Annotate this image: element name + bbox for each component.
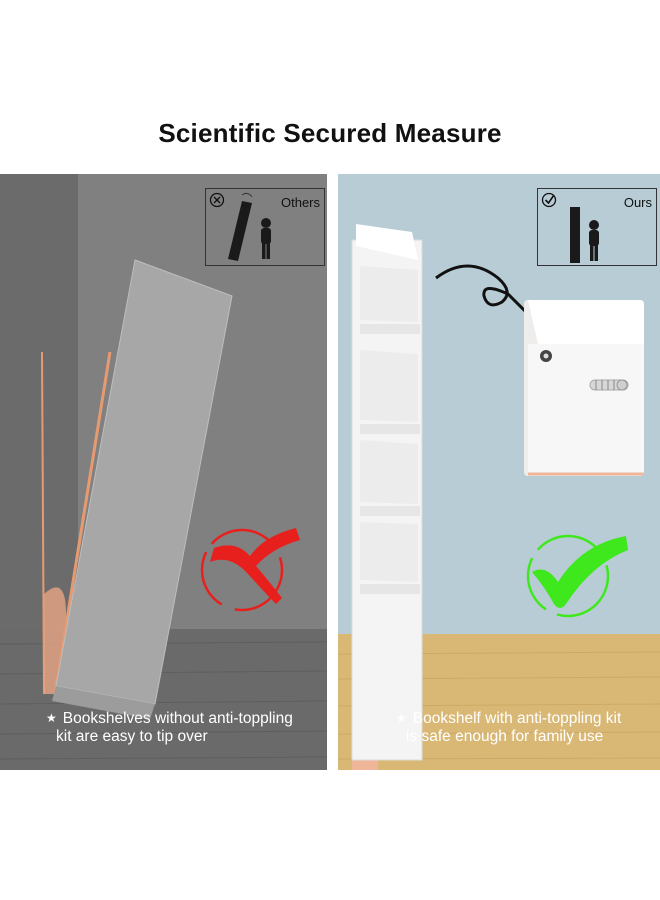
right-caption: ★ Bookshelf with anti-toppling kit is saf… [396, 710, 621, 746]
star-bullet-icon: ★ [396, 711, 407, 725]
falling-bookshelf-scene [0, 174, 327, 770]
ours-label: Ours [623, 195, 652, 210]
left-caption: ★ Bookshelves without anti-toppling kit a… [46, 710, 293, 746]
right-caption-line1: Bookshelf with anti-toppling kit [412, 710, 622, 727]
ours-comparison-badge: Ours [537, 188, 657, 266]
child-figure-icon [261, 218, 271, 259]
star-bullet-icon: ★ [46, 711, 57, 725]
anchor-kit-closeup [524, 300, 644, 476]
left-caption-line1: Bookshelves without anti-toppling [62, 710, 293, 727]
right-caption-line2: is safe enough for family use [406, 728, 604, 745]
left-caption-line2: kit are easy to tip over [56, 728, 208, 745]
check-circle-icon [541, 192, 557, 208]
anchor-bracket-icon [589, 379, 629, 391]
others-comparison-badge: Others [205, 188, 325, 266]
red-x-mark-icon [200, 528, 300, 612]
child-figure-icon [589, 220, 599, 261]
green-check-mark-icon [526, 534, 628, 618]
screw-icon [540, 350, 552, 362]
tipping-shelf-icon [228, 192, 253, 261]
upright-shelf-icon [570, 207, 580, 263]
secured-bookshelf-scene [338, 174, 660, 770]
x-circle-icon [209, 192, 225, 208]
others-label: Others [280, 195, 320, 210]
page-title: Scientific Secured Measure [158, 118, 502, 148]
right-panel-ours: Ours [338, 174, 660, 770]
left-panel-others: Others ★ Bookshelves without anti-topplin… [0, 174, 327, 770]
